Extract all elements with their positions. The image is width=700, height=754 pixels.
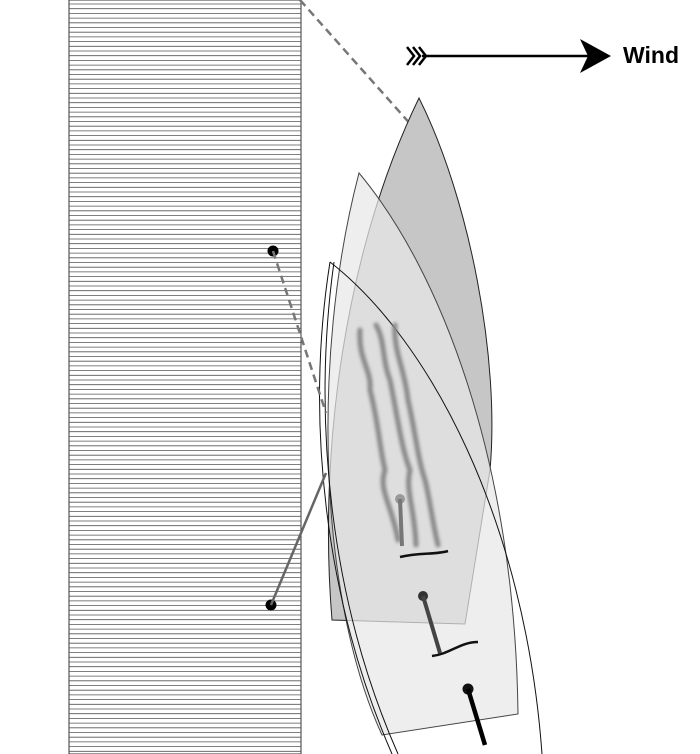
stern-line-2 — [431, 640, 479, 658]
arrowhead-icon — [580, 39, 611, 73]
dashed-dock-line — [271, 250, 328, 414]
solid-dock-line — [269, 472, 328, 606]
tiller-1 — [398, 498, 404, 547]
hull-position-3 — [319, 261, 543, 754]
wind-arrow — [406, 39, 611, 73]
hull-position-2 — [327, 171, 519, 736]
tiller-3 — [465, 688, 488, 746]
wind-label: Wind — [623, 42, 679, 68]
tiller-2 — [421, 595, 442, 654]
dock — [68, 0, 302, 754]
stern-line-1 — [399, 549, 449, 559]
telltales — [357, 322, 441, 548]
dashed-leader-top — [299, 0, 414, 128]
